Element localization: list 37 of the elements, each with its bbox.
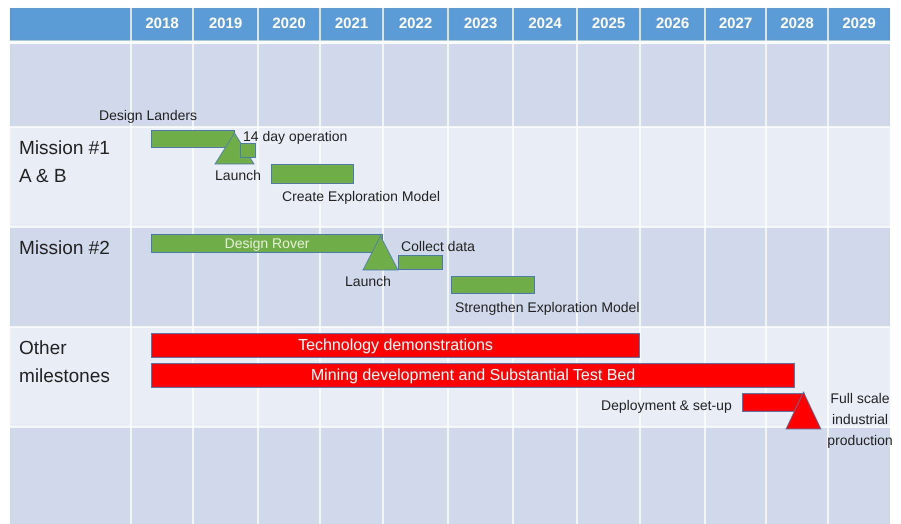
row-heading: Mission #1 A & B [19,137,111,189]
task-label: Collect data [401,238,475,254]
milestone-triangle [786,392,821,429]
year-label: 2028 [779,15,815,33]
task-label: Create Exploration Model [282,188,440,204]
task-bar [398,255,443,270]
year-label: 2019 [208,15,244,33]
task-name: Design Rover [224,235,310,252]
row-heading: Mission #2 [19,237,111,261]
task-bar [151,363,795,388]
task-label: Launch [215,167,261,183]
year-label: 2023 [462,15,498,33]
task-bar [151,333,640,358]
year-label: 2020 [271,15,307,33]
task-label: Strengthen Exploration Model [455,299,640,315]
year-label: 2021 [334,15,370,33]
year-label: 2027 [718,15,754,33]
task-name: Mining development and Substantial Test Bed [310,366,636,386]
task-bar [151,130,235,148]
task-bar [742,393,805,412]
year-label: 2025 [590,15,626,33]
row-heading: Other milestones [19,337,111,389]
task-label: Deployment & set-up [601,397,732,413]
year-label: 2024 [527,15,563,33]
task-label: Design Landers [99,107,198,123]
year-label: 2029 [841,15,877,33]
task-bar [240,143,256,158]
year-label: 2026 [654,15,690,33]
task-label: Launch [345,273,391,289]
task-label: 14 day operation [243,128,348,144]
task-label: Full scale industrial production [826,389,894,450]
task-name: Technology demonstrations [297,336,494,356]
task-bar [271,164,354,184]
year-label: 2022 [398,15,434,33]
task-bar [451,276,535,294]
milestone-triangle [363,236,398,270]
year-label: 2018 [144,15,180,33]
